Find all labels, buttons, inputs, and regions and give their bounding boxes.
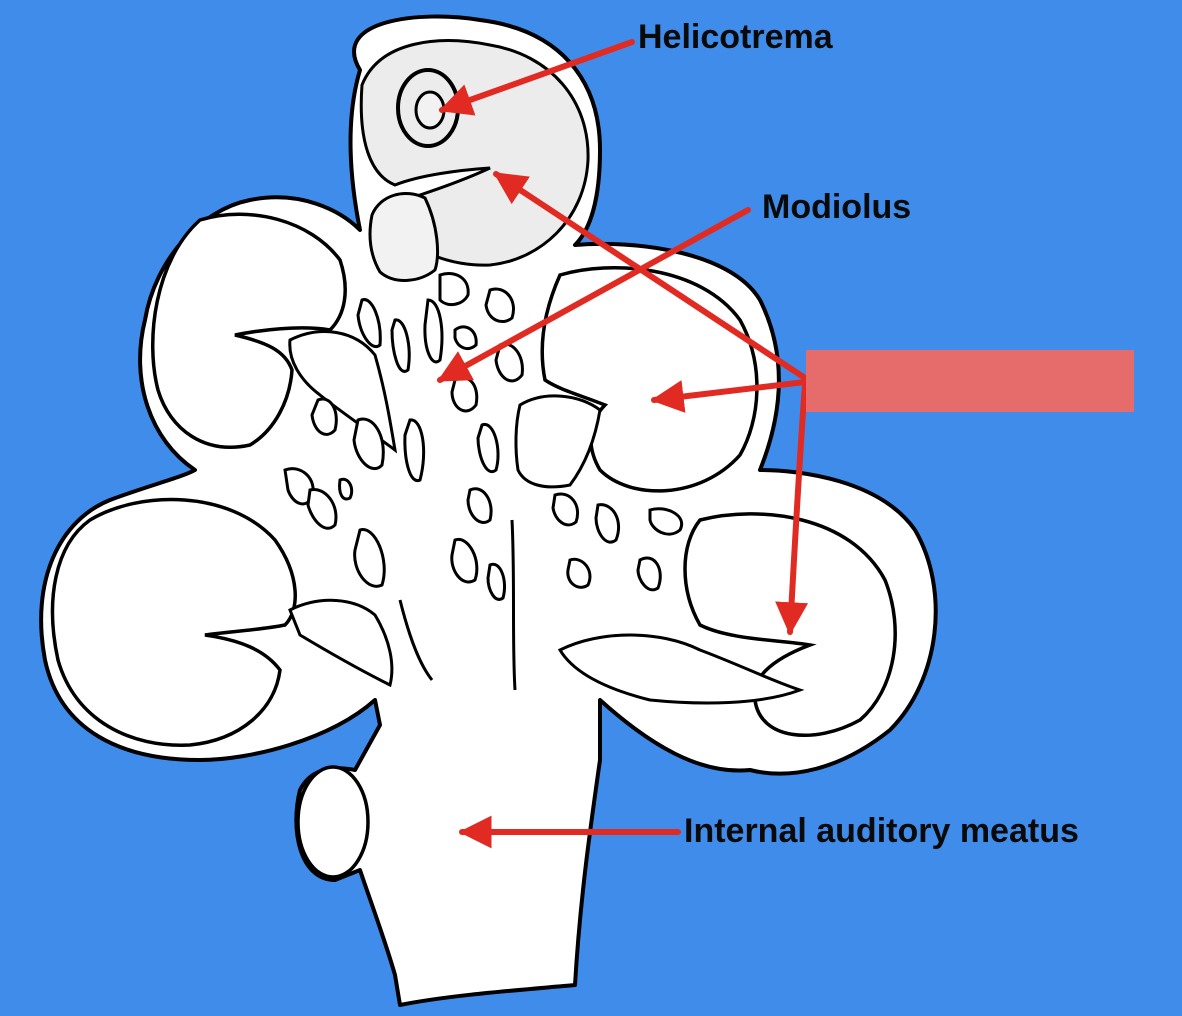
upper-chamber [368, 192, 440, 282]
middle-right-turn [540, 266, 759, 493]
meatus-seam [398, 519, 517, 691]
modiolus-channels [283, 272, 684, 601]
middle-right-scala [514, 394, 602, 489]
hidden-label-box[interactable] [806, 350, 1134, 412]
annotation-arrows [437, 39, 809, 849]
middle-left-turn [151, 212, 347, 449]
side-bulb [296, 765, 370, 879]
modiolus-label: Modiolus [762, 188, 911, 226]
apical-turn [359, 39, 590, 267]
basal-left-turn [50, 497, 297, 747]
basal-right-scala [557, 633, 805, 705]
helicotrema-label: Helicotrema [638, 18, 834, 56]
basal-left-scala [288, 598, 394, 688]
hidden-label-arrow-lower [775, 382, 809, 636]
hidden-label-arrow-middle [650, 379, 808, 413]
hidden-label-arrow-upper [493, 171, 808, 381]
helicotrema-arrow [438, 39, 635, 116]
modiolus-arrow [437, 207, 751, 383]
internal-auditory-meatus-label: Internal auditory meatus [684, 812, 1079, 850]
